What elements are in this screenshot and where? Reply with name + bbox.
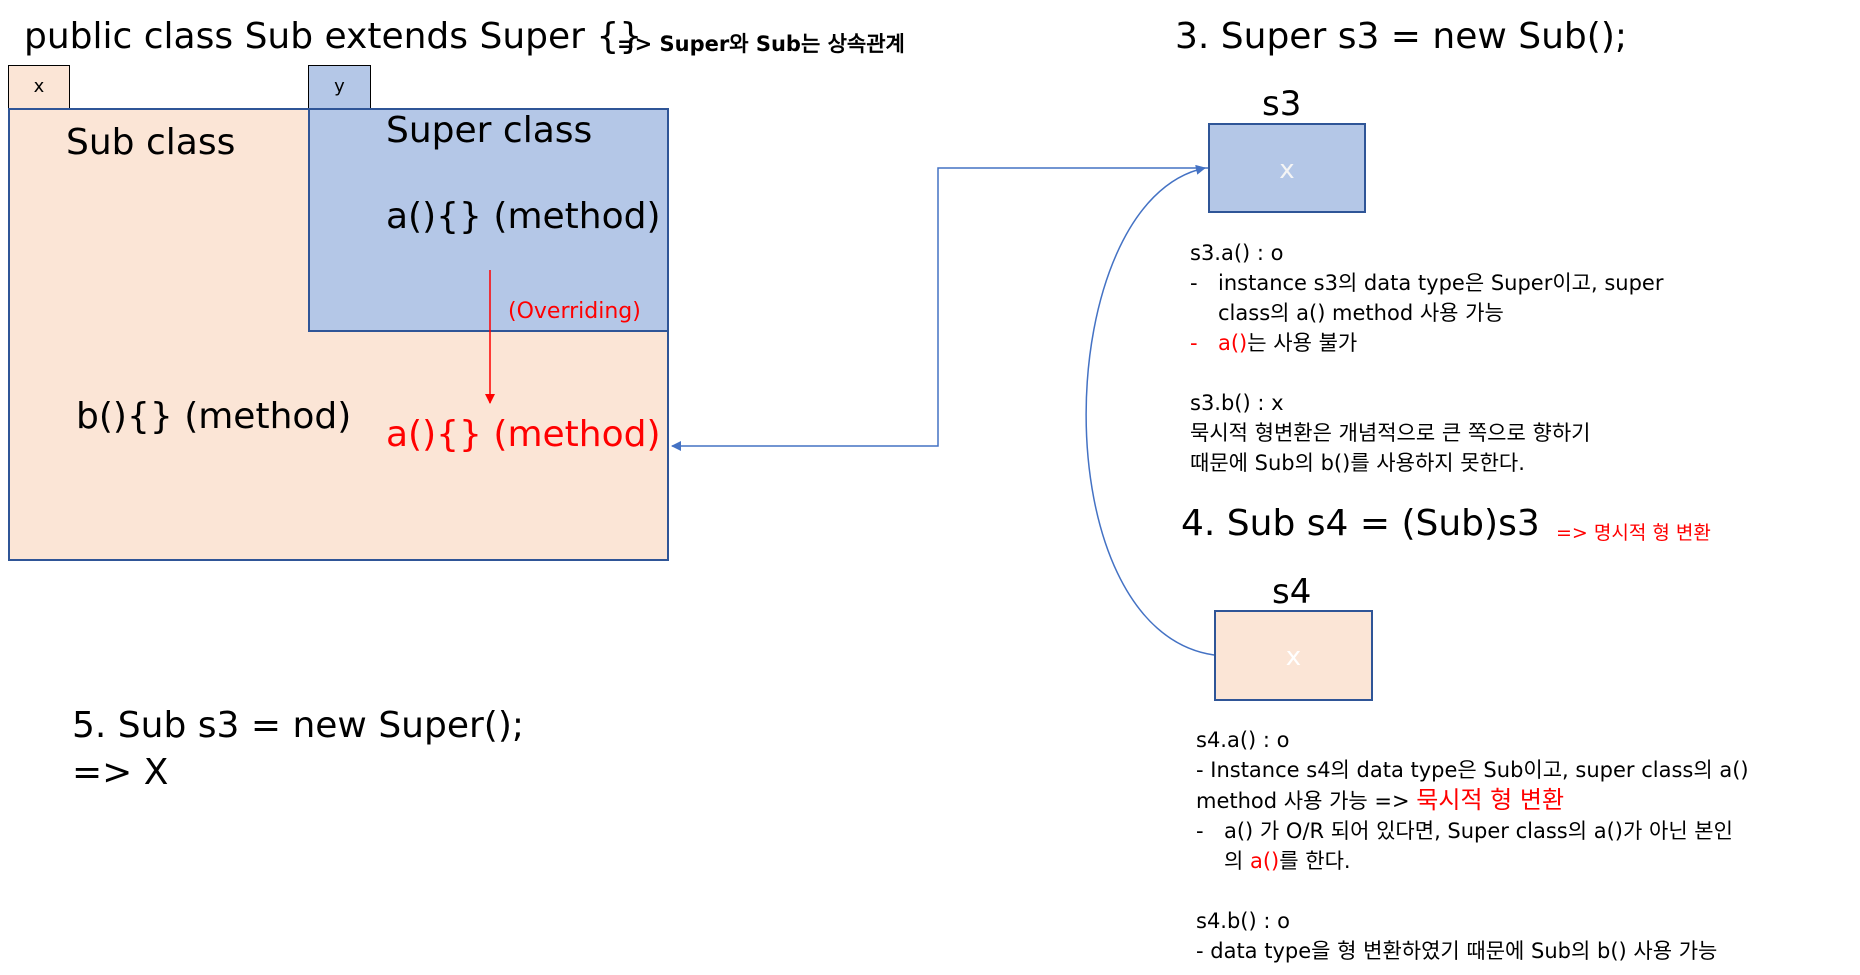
s4-note-b-title: s4.b() : o: [1196, 909, 1290, 933]
case5-heading: 5. Sub s3 = new Super();: [72, 705, 525, 746]
case3-heading: 3. Super s3 = new Sub();: [1175, 16, 1628, 57]
s3-note-a-desc2: class의 a() method 사용 가능: [1218, 301, 1504, 325]
s4-box-text: x: [1285, 642, 1302, 672]
s3-notes: s3.a() : o -instance s3의 data type은 Supe…: [1190, 238, 1663, 478]
super-class-box: [308, 108, 669, 332]
s3-note-b-desc1: 묵시적 형변환은 개념적으로 큰 쪽으로 향하기: [1190, 421, 1591, 445]
s3-note-a-title: s3.a() : o: [1190, 241, 1284, 265]
sub-method-a-overridden: a(){} (method): [386, 414, 661, 455]
s4-note-a-desc1: - Instance s4의 data type은 Sub이고, super c…: [1196, 758, 1749, 782]
class-declaration: public class Sub extends Super {}: [24, 16, 643, 57]
s4-note-a-desc3: -a() 가 O/R 되어 있다면, Super class의 a()가 아닌 …: [1196, 819, 1733, 843]
case4-heading-note: => 명시적 형 변환: [1556, 522, 1711, 544]
s3-note-a-desc1: -instance s3의 data type은 Super이고, super: [1190, 271, 1664, 295]
s3-note-b-title: s3.b() : x: [1190, 391, 1284, 415]
s4-note-a-title: s4.a() : o: [1196, 728, 1290, 752]
overriding-label: (Overriding): [508, 299, 641, 324]
sub-method-b: b(){} (method): [76, 396, 352, 437]
s4-note-a-desc2: method 사용 가능 => 묵시적 형 변환: [1196, 786, 1565, 814]
s4-var-label: s4: [1272, 572, 1312, 612]
s4-note-b-desc1: - data type을 형 변환하였기 때문에 Sub의 b() 사용 가능: [1196, 939, 1718, 963]
s3-note-b-desc2: 때문에 Sub의 b()를 사용하지 못한다.: [1190, 451, 1525, 475]
s3-reference-arrow: [671, 167, 1208, 451]
y-tag-box: y: [308, 65, 371, 109]
case5-result: => X: [72, 752, 169, 793]
s4-notes: s4.a() : o - Instance s4의 data type은 Sub…: [1196, 725, 1749, 966]
y-tag-label: y: [334, 76, 345, 97]
s3-var-label: s3: [1262, 84, 1302, 124]
super-method-a: a(){} (method): [386, 196, 661, 237]
s3-box: x: [1208, 123, 1366, 213]
x-tag-label: x: [33, 76, 45, 97]
s4-note-a-desc4: 의 a()를 한다.: [1224, 849, 1351, 873]
sub-class-title: Sub class: [66, 122, 236, 163]
super-class-title: Super class: [386, 110, 593, 151]
inheritance-note: => Super와 Sub는 상속관계: [617, 32, 905, 56]
s4-to-s3-cast-arrow: [1085, 164, 1215, 656]
s3-note-a-desc3: -a()는 사용 불가: [1190, 331, 1358, 355]
case4-heading: 4. Sub s4 = (Sub)s3: [1181, 503, 1540, 544]
s4-box: x: [1214, 610, 1373, 701]
s3-box-text: x: [1279, 155, 1295, 185]
